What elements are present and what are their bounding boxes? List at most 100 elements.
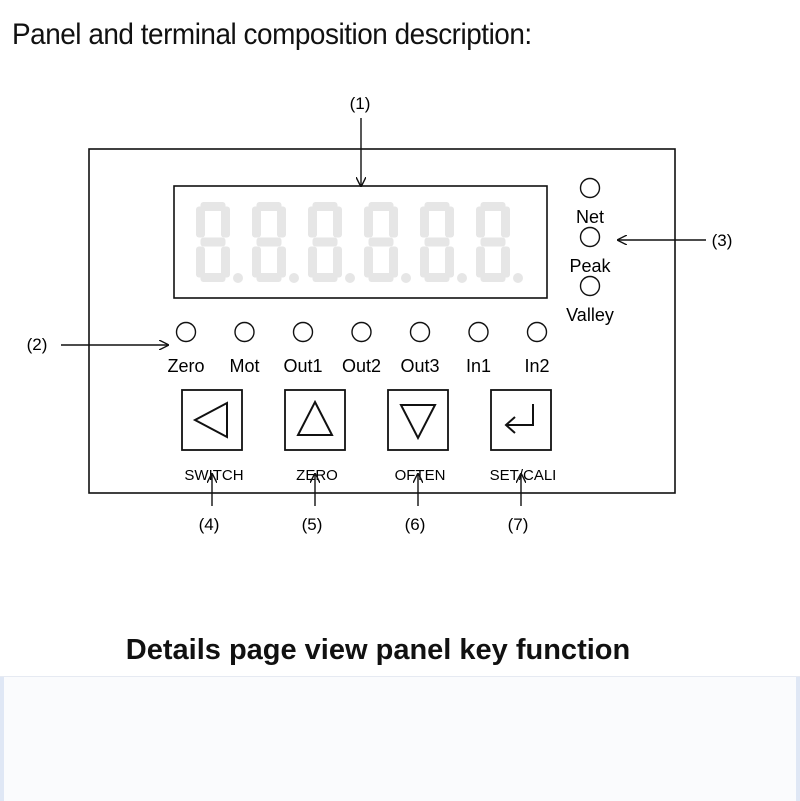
key-callout-label: (4) [199, 515, 220, 534]
digit-segment [420, 246, 429, 278]
digit-segment [333, 206, 342, 238]
digit-segment [200, 237, 226, 247]
decimal-point [233, 273, 243, 283]
bottom-band [0, 676, 800, 801]
digit-segment [501, 246, 510, 278]
digit-segment [277, 206, 286, 238]
digit-segment [476, 246, 485, 278]
digit-segment [333, 246, 342, 278]
up-triangle-icon [296, 399, 334, 436]
status-lamp [579, 226, 601, 248]
indicator-lamp-label: Out3 [400, 356, 439, 376]
key-callout-label: (6) [405, 515, 426, 534]
indicator-lamp-label: Out2 [342, 356, 381, 376]
callout-indicators-label: (2) [27, 335, 48, 354]
digit-segment [277, 246, 286, 278]
digit-segment [389, 206, 398, 238]
decimal-point [289, 273, 299, 283]
band-edge-right [796, 677, 800, 801]
key-frame[interactable] [387, 389, 449, 451]
digit-segment [252, 206, 261, 238]
digit-segment [221, 246, 230, 278]
footer-title: Details page view panel key function [125, 634, 631, 666]
display-digit [308, 202, 355, 283]
digit-segment [308, 206, 317, 238]
digit-segment [364, 246, 373, 278]
indicator-lamp [468, 321, 489, 343]
decimal-point [513, 273, 523, 283]
left-triangle-icon [192, 401, 228, 439]
digit-segment [424, 202, 450, 211]
decimal-point [401, 273, 411, 283]
key-label: OFTEN [395, 467, 446, 484]
digit-segment [312, 202, 338, 211]
status-lamp [579, 177, 601, 199]
digit-segment [368, 202, 394, 211]
display-digit [364, 202, 411, 283]
digit-segment [196, 246, 205, 278]
digit-segment [256, 237, 282, 247]
digit-segment [368, 273, 394, 282]
digit-segment [221, 206, 230, 238]
digit-segment [252, 246, 261, 278]
key-frame[interactable] [490, 389, 552, 451]
display-digit [420, 202, 467, 283]
status-lamp [579, 275, 601, 297]
decimal-point [345, 273, 355, 283]
indicator-lamp-label: In1 [466, 356, 491, 376]
key-frame[interactable] [181, 389, 243, 451]
decimal-point [457, 273, 467, 283]
digit-segment [480, 273, 506, 282]
seven-segment-digits [196, 202, 523, 283]
digit-segment [200, 273, 226, 282]
digit-segment [476, 206, 485, 238]
status-lamp-label: Net [576, 207, 604, 227]
indicator-lamp-group: Zero Mot Out1 Out2 Out3 In1 In2 [167, 321, 550, 376]
indicator-lamp [175, 321, 197, 343]
indicator-lamp [409, 321, 431, 343]
indicator-lamp-label: Zero [167, 356, 204, 376]
digit-segment [312, 237, 338, 247]
digit-segment [196, 206, 205, 238]
indicator-lamp-label: In2 [524, 356, 549, 376]
digit-segment [480, 237, 506, 247]
panel-key[interactable] [490, 389, 552, 451]
display-digit [252, 202, 299, 283]
display-digit [476, 202, 523, 283]
key-callout-label: (5) [302, 515, 323, 534]
key-label: ZERO [296, 467, 338, 484]
key-callout-label: (7) [508, 515, 529, 534]
digit-segment [200, 202, 226, 211]
digit-segment [312, 273, 338, 282]
digit-segment [424, 237, 450, 247]
callout-display-label: (1) [350, 94, 371, 113]
panel-frame [88, 148, 676, 494]
digit-segment [420, 206, 429, 238]
panel-key[interactable] [284, 389, 346, 451]
key-label: SET/CALI [490, 467, 557, 484]
indicator-lamp [234, 321, 255, 343]
band-edge-left [0, 677, 4, 801]
status-lamp-label: Valley [566, 305, 614, 325]
digit-segment [424, 273, 450, 282]
indicator-lamp-label: Out1 [283, 356, 322, 376]
digit-segment [480, 202, 506, 211]
digit-segment [364, 206, 373, 238]
enter-arrow-icon [507, 404, 534, 426]
digit-segment [256, 273, 282, 282]
indicator-lamp-label: Mot [229, 356, 259, 376]
key-frame[interactable] [284, 389, 346, 451]
status-lamp-label: Peak [569, 256, 611, 276]
key-label: SWITCH [184, 467, 243, 484]
down-triangle-icon [399, 404, 437, 441]
digit-segment [368, 237, 394, 247]
panel-key[interactable] [181, 389, 243, 451]
enter-arrow-head [504, 416, 516, 434]
callout-status-label: (3) [712, 231, 733, 250]
indicator-lamp [526, 321, 548, 343]
indicator-lamp [292, 321, 314, 343]
digit-segment [501, 206, 510, 238]
panel-key[interactable] [387, 389, 449, 451]
